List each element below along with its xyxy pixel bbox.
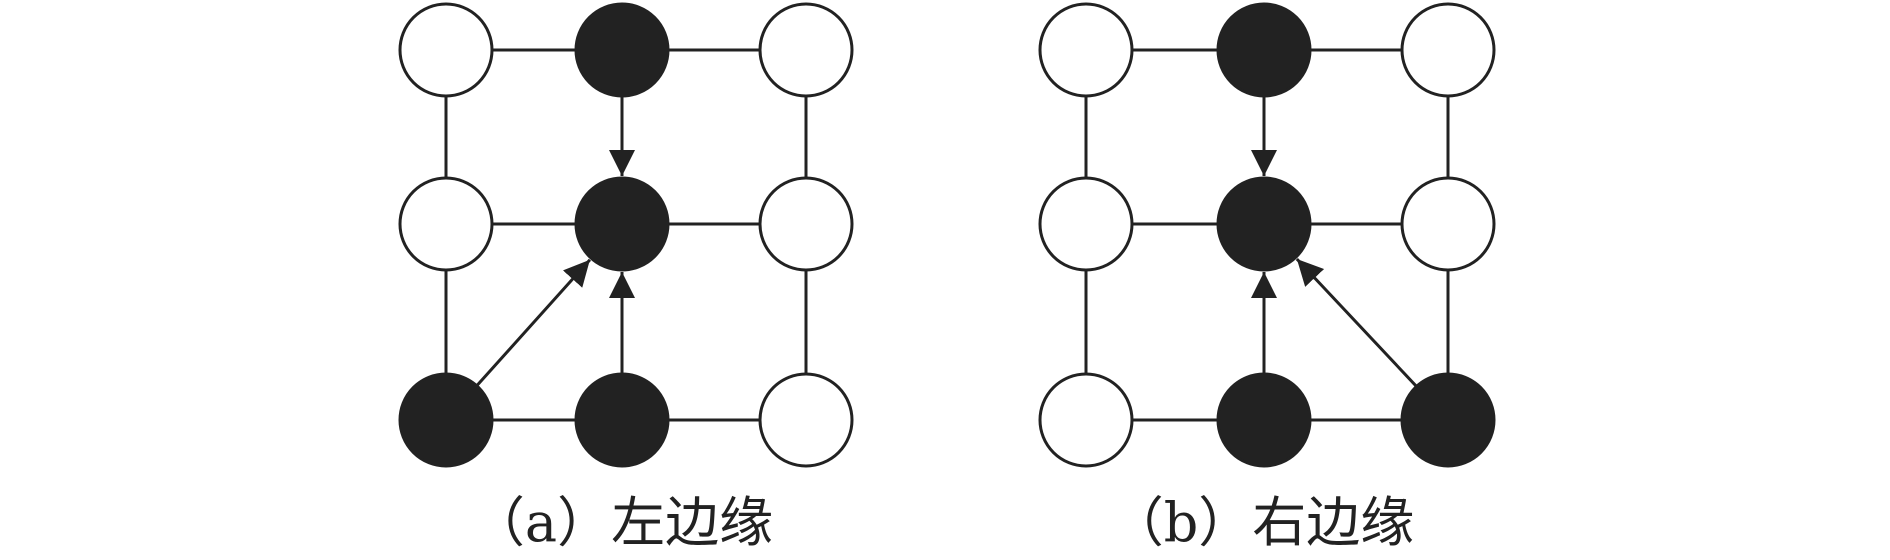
- empty-node: [1400, 176, 1496, 272]
- arrow-to-center: [475, 258, 592, 387]
- empty-node: [1038, 372, 1134, 468]
- empty-node: [758, 176, 854, 272]
- arrow-to-center: [1295, 257, 1418, 388]
- caption-left-edge: （a）左边缘: [471, 491, 773, 554]
- filled-node: [574, 176, 670, 272]
- panel-right-edge: [1038, 2, 1496, 468]
- filled-node: [1216, 176, 1312, 272]
- empty-node: [1038, 176, 1134, 272]
- empty-node: [398, 2, 494, 98]
- filled-node: [574, 372, 670, 468]
- panel-left-edge: [398, 2, 854, 468]
- filled-node: [1400, 372, 1496, 468]
- empty-node: [1038, 2, 1134, 98]
- caption-right-edge: （b）右边缘: [1110, 491, 1415, 554]
- empty-node: [758, 2, 854, 98]
- filled-node: [398, 372, 494, 468]
- filled-node: [1216, 2, 1312, 98]
- empty-node: [758, 372, 854, 468]
- empty-node: [398, 176, 494, 272]
- filled-node: [574, 2, 670, 98]
- empty-node: [1400, 2, 1496, 98]
- filled-node: [1216, 372, 1312, 468]
